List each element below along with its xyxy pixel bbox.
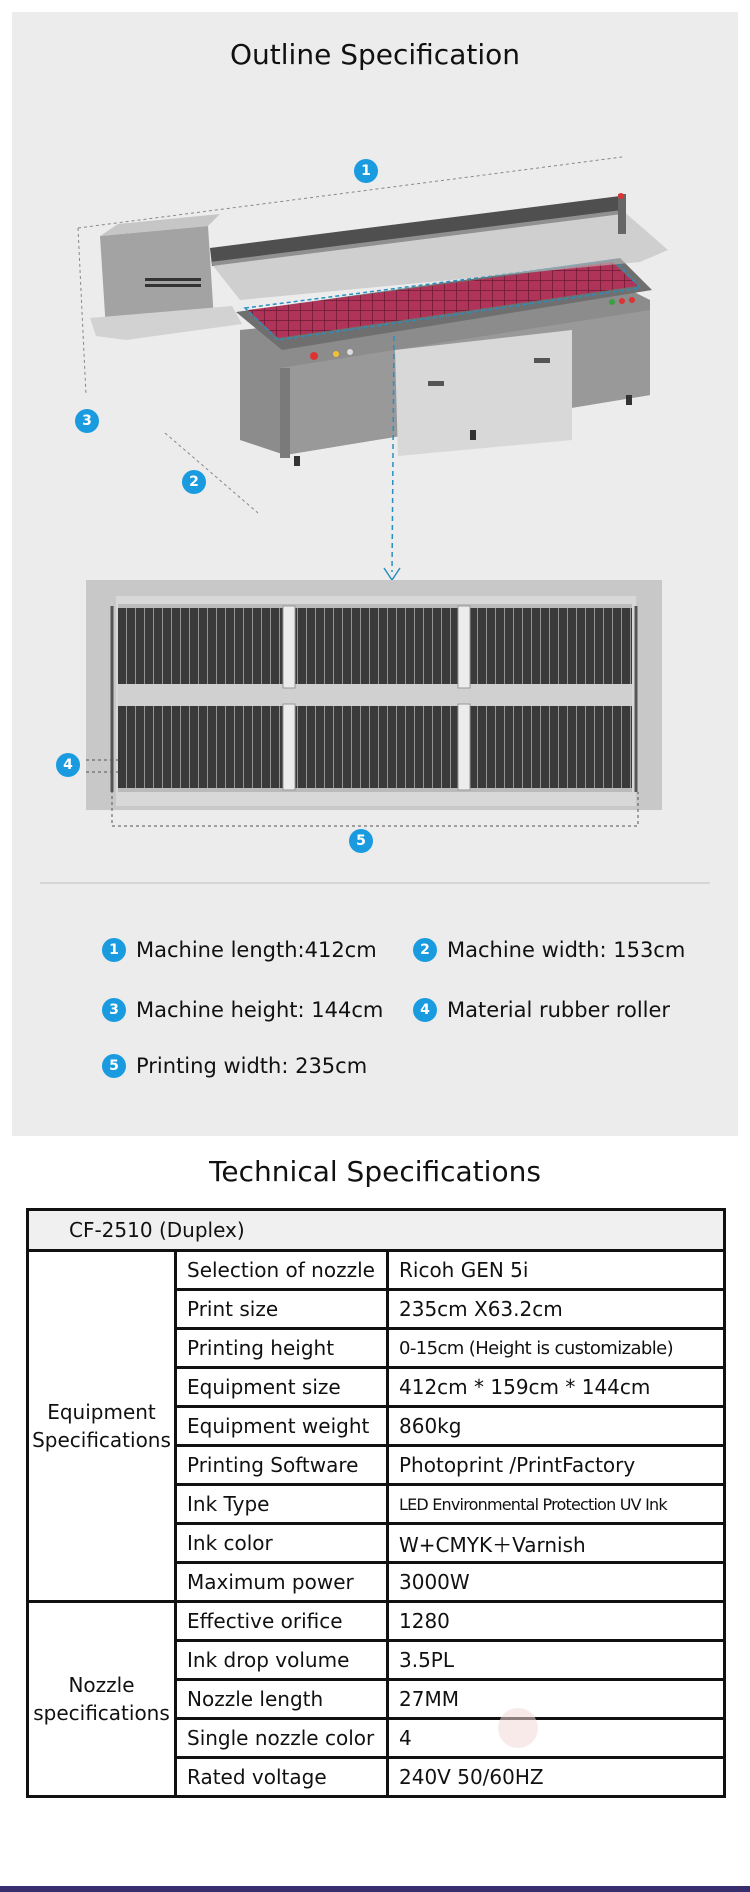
spec-value: 4: [385, 1717, 727, 1759]
spec-value: W+CMYK＋Varnish: [385, 1522, 727, 1564]
table-row: Single nozzle color 4: [28, 1717, 727, 1759]
spec-table: CF-2510 (Duplex) Equipment Specification…: [25, 1208, 727, 1798]
spec-key: Selection of nozzle: [174, 1249, 389, 1291]
badge-2: 2: [182, 470, 206, 494]
technical-title: Technical Specifications: [209, 1155, 541, 1188]
spec-key: Equipment weight: [174, 1405, 389, 1447]
legend-badge: 5: [102, 1054, 126, 1078]
spec-value: 3000W: [385, 1561, 727, 1603]
spec-key: Maximum power: [174, 1561, 389, 1603]
legend-item-height: 3 Machine height: 144cm: [102, 998, 383, 1022]
table-row: Printing Software Photoprint /PrintFacto…: [28, 1444, 727, 1486]
legend-text: Machine width: 153cm: [447, 938, 686, 962]
spec-value: 412cm * 159cm * 144cm: [385, 1366, 727, 1408]
table-row: Equipment Specifications Selection of no…: [26, 1249, 727, 1603]
spec-key: Ink Type: [174, 1483, 389, 1525]
spec-value: 0-15cm (Height is customizable): [385, 1327, 727, 1369]
spec-value: 240V 50/60HZ: [385, 1756, 727, 1798]
spec-value: 3.5PL: [385, 1639, 727, 1681]
spec-key: Printing Software: [174, 1444, 389, 1486]
legend-text: Material rubber roller: [447, 998, 671, 1022]
footer-line: [0, 1886, 750, 1892]
legend-badge: 2: [413, 938, 437, 962]
group-label-equipment: Equipment Specifications: [26, 1249, 177, 1603]
spec-value: 235cm X63.2cm: [385, 1288, 727, 1330]
divider: [40, 882, 710, 884]
table-row: Equipment weight 860kg: [28, 1405, 727, 1447]
spec-value: 860kg: [385, 1405, 727, 1447]
badge-1: 1: [354, 159, 378, 183]
spec-key: Ink color: [174, 1522, 389, 1564]
table-row: Maximum power 3000W: [28, 1561, 727, 1603]
spec-key: Print size: [174, 1288, 389, 1330]
watermark-logo-icon: [498, 1708, 538, 1748]
table-row: Rated voltage 240V 50/60HZ: [28, 1756, 727, 1798]
legend-badge: 1: [102, 938, 126, 962]
spec-value: Photoprint /PrintFactory: [385, 1444, 727, 1486]
spec-key: Nozzle length: [174, 1678, 389, 1720]
table-row: Equipment size 412cm * 159cm * 144cm: [28, 1366, 727, 1408]
legend-item-print-width: 5 Printing width: 235cm: [102, 1054, 367, 1078]
legend-text: Machine length:412cm: [136, 938, 377, 962]
spec-key: Effective orifice: [174, 1600, 389, 1642]
legend-badge: 4: [413, 998, 437, 1022]
legend-item-roller: 4 Material rubber roller: [413, 998, 670, 1022]
spec-value: 27MM: [385, 1678, 727, 1720]
outline-title: Outline Specification: [230, 38, 520, 71]
badge-5: 5: [349, 829, 373, 853]
spec-value: 1280: [385, 1600, 727, 1642]
badge-4: 4: [56, 753, 80, 777]
table-row: Ink color W+CMYK＋Varnish: [28, 1522, 727, 1564]
spec-value: LED Environmental Protection UV Ink: [385, 1483, 727, 1525]
group-label-nozzle: Nozzle specifications: [26, 1600, 177, 1798]
legend-item-width: 2 Machine width: 153cm: [413, 938, 685, 962]
table-row: Ink drop volume 3.5PL: [28, 1639, 727, 1681]
model-name: CF-2510 (Duplex): [25, 1208, 727, 1252]
spec-key: Ink drop volume: [174, 1639, 389, 1681]
table-row: Print size 235cm X63.2cm: [28, 1288, 727, 1330]
legend-badge: 3: [102, 998, 126, 1022]
table-row: Nozzle specifications Effective orifice …: [26, 1600, 727, 1798]
model-row: CF-2510 (Duplex): [25, 1208, 727, 1252]
table-row: Ink Type LED Environmental Protection UV…: [28, 1483, 727, 1525]
legend-text: Machine height: 144cm: [136, 998, 384, 1022]
legend-text: Printing width: 235cm: [136, 1054, 368, 1078]
spec-key: Printing height: [174, 1327, 389, 1369]
spec-key: Single nozzle color: [174, 1717, 389, 1759]
spec-value: Ricoh GEN 5i: [385, 1249, 727, 1291]
table-row: Nozzle length 27MM: [28, 1678, 727, 1720]
spec-key: Equipment size: [174, 1366, 389, 1408]
badge-3: 3: [75, 409, 99, 433]
legend-item-length: 1 Machine length:412cm: [102, 938, 377, 962]
table-row: Printing height 0-15cm (Height is custom…: [28, 1327, 727, 1369]
printer-illustration: [77, 156, 668, 827]
spec-key: Rated voltage: [174, 1756, 389, 1798]
